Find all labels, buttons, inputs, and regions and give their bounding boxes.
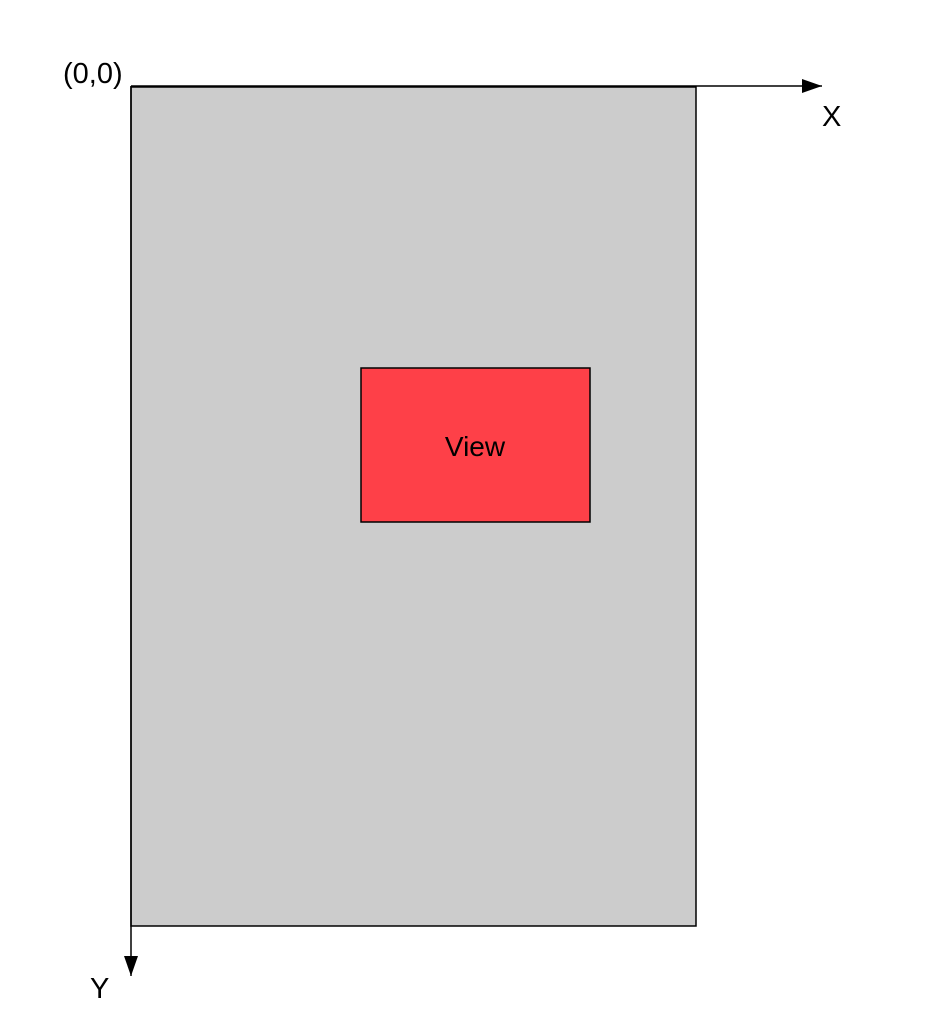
- x-axis-label: X: [822, 101, 841, 133]
- y-axis-label: Y: [90, 973, 109, 1005]
- view-label: View: [445, 431, 506, 462]
- view-rect: [360, 367, 591, 523]
- origin-label: (0,0): [63, 58, 123, 90]
